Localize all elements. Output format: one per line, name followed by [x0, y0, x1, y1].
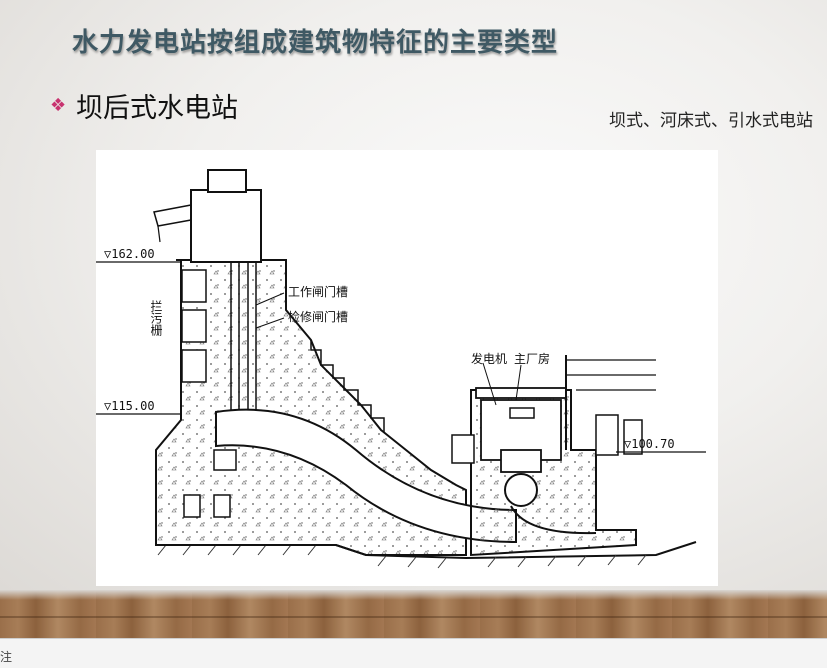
gallery-1	[213, 449, 237, 471]
ground-hatch	[157, 544, 647, 569]
wood-floor-decoration	[0, 590, 827, 638]
elevation-crest: ▽162.00	[104, 247, 155, 261]
gallery-2	[183, 494, 201, 518]
trash-rack-block-1	[181, 269, 207, 303]
intake-tower	[190, 189, 262, 263]
gallery-3	[213, 494, 231, 518]
turbine	[504, 473, 538, 507]
slide-title: 水力发电站按组成建筑物特征的主要类型	[72, 28, 559, 58]
notes-bar[interactable]: 注	[0, 638, 827, 668]
tailrace-block	[451, 434, 475, 464]
label-leader-lines	[255, 292, 522, 406]
bullet-row: ❖ 坝后式水电站	[50, 88, 238, 124]
label-generator: 发电机	[471, 351, 507, 366]
bullet-text: 坝后式水电站	[76, 92, 238, 124]
trash-rack-block-3	[181, 349, 207, 383]
hoist-house	[207, 169, 247, 193]
draft-tube	[510, 505, 597, 535]
label-trash-rack: 拦污栅	[149, 300, 163, 336]
transformer-1	[595, 414, 619, 456]
crane-beam	[509, 407, 535, 419]
label-work-gate-slot: 工作闸门槽	[288, 284, 348, 299]
side-note: 坝式、河床式、引水式电站	[609, 111, 813, 131]
powerhouse-roof	[475, 387, 567, 399]
elevation-tailwater: ▽100.70	[624, 437, 675, 451]
notes-label: 注	[0, 650, 13, 664]
label-repair-gate-slot: 检修闸门槽	[288, 309, 348, 324]
transmission-lines	[566, 359, 656, 391]
spillway-steps	[310, 340, 385, 432]
crane-hook	[157, 225, 161, 243]
diamond-bullet-icon: ❖	[50, 94, 67, 116]
gate-slots	[230, 262, 257, 412]
transformer-2	[623, 419, 643, 455]
trash-rack-block-2	[181, 309, 207, 343]
generator-unit	[500, 449, 542, 473]
crane-arm	[153, 204, 192, 227]
label-powerhouse: 主厂房	[514, 351, 550, 366]
dam-powerhouse-diagram: ▽162.00 ▽115.00 ▽100.70 工作闸门槽 检修闸门槽 发电机 …	[96, 150, 718, 586]
slide: 水力发电站按组成建筑物特征的主要类型 ❖ 坝后式水电站 坝式、河床式、引水式电站	[0, 0, 827, 590]
elevation-intake: ▽115.00	[104, 399, 155, 413]
diagram-svg: ▽162.00 ▽115.00 ▽100.70 工作闸门槽 检修闸门槽 发电机 …	[96, 169, 706, 569]
